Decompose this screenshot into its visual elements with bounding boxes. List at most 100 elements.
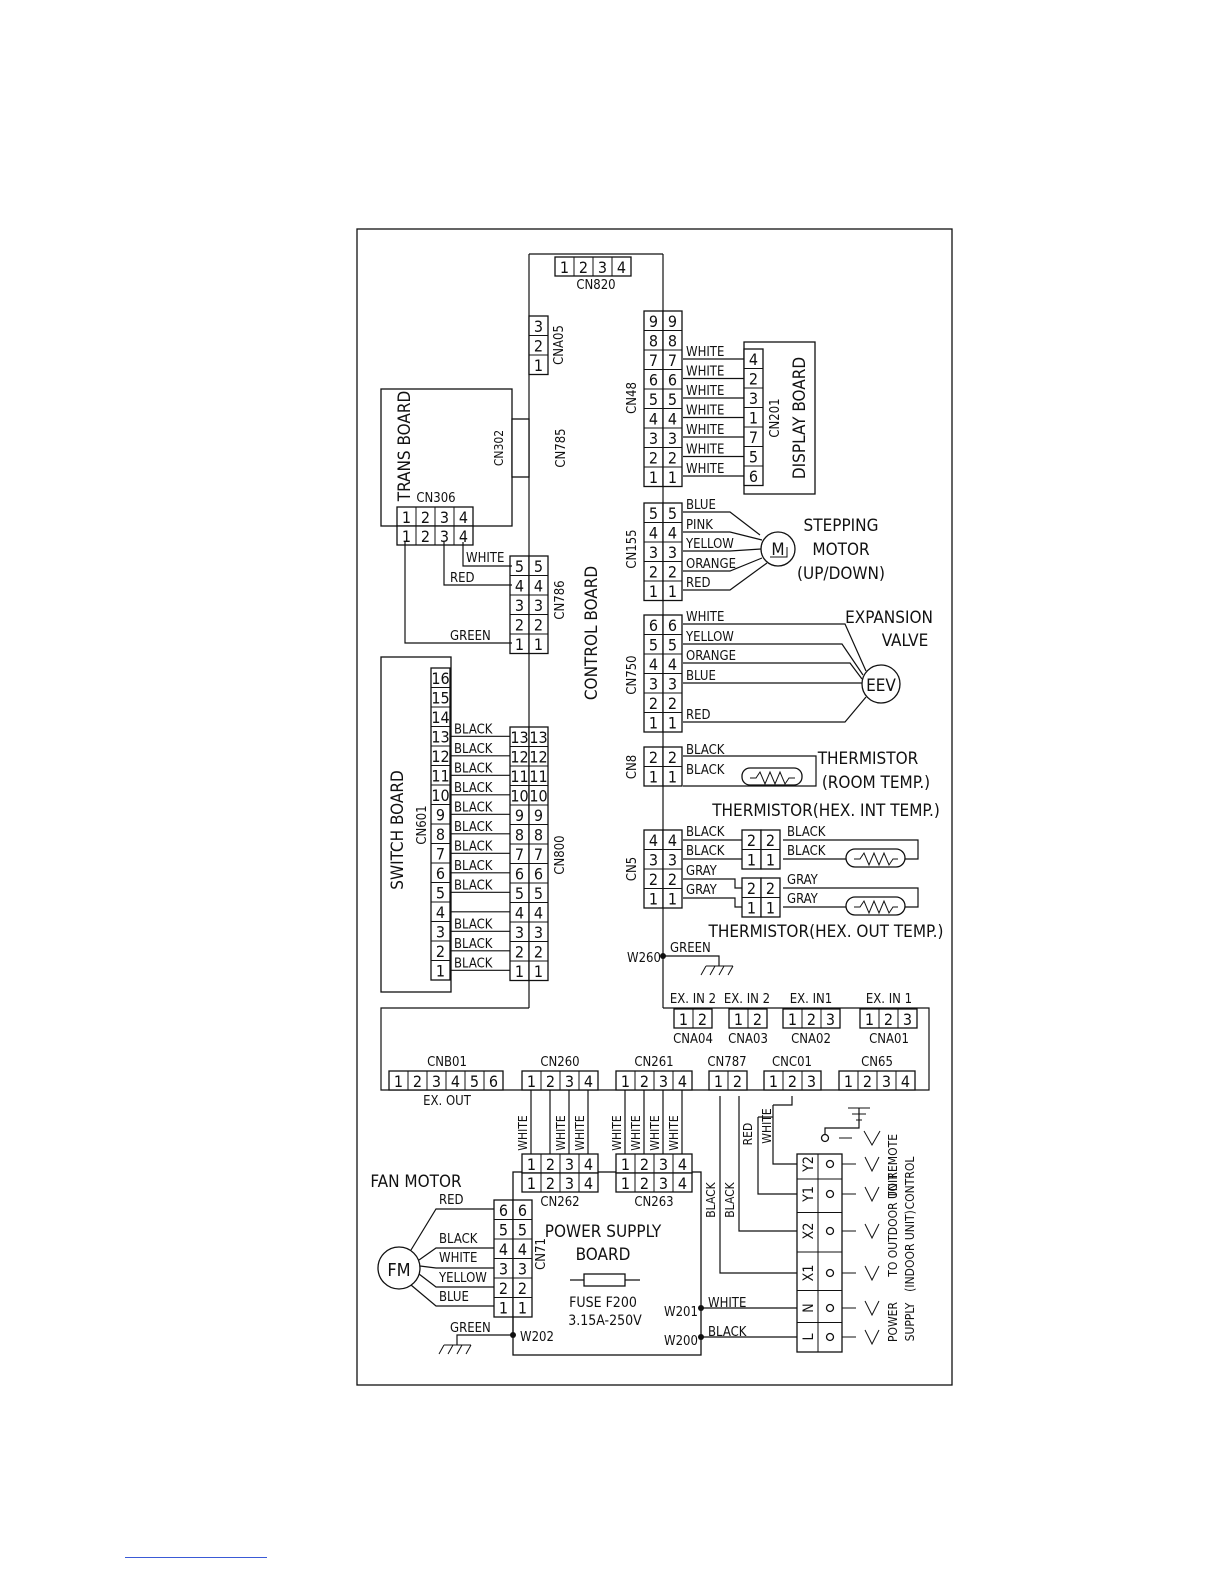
vertical-wire-label: WHITE: [629, 1115, 643, 1151]
therm-out-label: THERMISTOR(HEX. OUT TEMP.): [708, 922, 944, 942]
pin-number: 1: [515, 635, 524, 654]
cn5-wire-label: BLACK: [686, 825, 725, 840]
pin-number: 5: [436, 884, 445, 903]
pin-number: 3: [882, 1072, 891, 1091]
power-label: POWER: [886, 1302, 900, 1343]
pin-number: 9: [515, 806, 524, 825]
cn48-wire-label: WHITE: [686, 443, 724, 458]
pin-number: 4: [649, 524, 658, 543]
fan-wire-green: GREEN: [450, 1321, 491, 1336]
pin-number: 11: [510, 767, 528, 786]
stepping-motor-symbol: [760, 531, 796, 567]
cn262-label: CN262: [540, 1195, 579, 1210]
n-wire-white: WHITE: [708, 1296, 746, 1311]
pin-number: 2: [515, 616, 524, 635]
cn750-wire-label: WHITE: [686, 610, 724, 625]
pin-number: 3: [436, 923, 445, 942]
cn800-wire-label: BLACK: [454, 937, 493, 952]
pin-number: 10: [529, 787, 547, 806]
cn5-side-wire-3: GRAY: [787, 873, 819, 888]
pin-number: 1: [844, 1072, 853, 1091]
pin-number: 1: [679, 1010, 688, 1029]
cn48-wire-label: WHITE: [686, 404, 724, 419]
stepping-label: STEPPING: [804, 516, 879, 536]
pin-number: 4: [459, 527, 468, 546]
pin-number: 4: [459, 508, 468, 527]
x1-wire-black: BLACK: [704, 1181, 718, 1217]
pin-number: 7: [668, 351, 677, 370]
pin-number: 4: [515, 904, 524, 923]
pin-number: 2: [747, 831, 756, 850]
pin-number: 4: [649, 655, 658, 674]
psb-label-1: POWER SUPPLY: [545, 1222, 662, 1242]
pin-number: 3: [659, 1174, 668, 1193]
pin-number: 4: [668, 655, 677, 674]
terminal-label: X1: [801, 1265, 817, 1282]
pin-number: 2: [546, 1072, 555, 1091]
w202-ground: [438, 1316, 516, 1355]
pin-number: 2: [698, 1010, 707, 1029]
pin-number: 3: [598, 258, 607, 277]
pin-number: 4: [534, 904, 543, 923]
pin-number: 6: [749, 467, 758, 486]
ex-out-label: EX. OUT: [423, 1094, 472, 1109]
supply-label: SUPPLY: [903, 1302, 917, 1341]
pin-number: 15: [431, 689, 449, 708]
pin-number: 11: [529, 767, 547, 786]
fuse-symbol: [570, 1273, 640, 1287]
cn800-wire-label: BLACK: [454, 839, 493, 854]
cn800-wire-label: BLACK: [454, 859, 493, 874]
terminal-label: L: [801, 1333, 817, 1340]
pin-number: 12: [431, 747, 449, 766]
cn48-wire-label: WHITE: [686, 345, 724, 360]
pin-number: 3: [534, 317, 543, 336]
vertical-wire-label: WHITE: [667, 1115, 681, 1151]
pin-number: 2: [766, 879, 775, 898]
pin-number: 4: [678, 1155, 687, 1174]
pin-number: 9: [436, 806, 445, 825]
updown-label: (UP/DOWN): [797, 564, 885, 584]
pin-number: 3: [807, 1072, 816, 1091]
cna03-label: CNA03: [728, 1032, 768, 1047]
cn786-wire-red: RED: [450, 571, 475, 586]
pin-number: 2: [884, 1010, 893, 1029]
pin-number: 3: [565, 1072, 574, 1091]
pin-number: 2: [421, 508, 430, 527]
cn261-label: CN261: [634, 1055, 673, 1070]
pin-number: 5: [499, 1221, 508, 1240]
pin-number: 2: [546, 1155, 555, 1174]
cn8-label: CN8: [625, 755, 640, 779]
pin-number: 5: [515, 557, 524, 576]
pin-number: 2: [649, 748, 658, 767]
pin-number: 12: [529, 748, 547, 767]
cn786-wire-green: GREEN: [450, 629, 491, 644]
eev-text: EEV: [866, 676, 896, 696]
pin-number: 5: [668, 636, 677, 655]
pin-number: 1: [402, 508, 411, 527]
cn71-label: CN71: [534, 1238, 549, 1270]
exin-cna03-label: EX. IN 2: [724, 992, 770, 1007]
therm-int-label: THERMISTOR(HEX. INT TEMP.): [711, 801, 940, 821]
pin-number: 6: [518, 1201, 527, 1220]
pin-number: 10: [431, 786, 449, 805]
pin-number: 1: [560, 258, 569, 277]
pin-number: 4: [518, 1240, 527, 1259]
pin-number: 1: [649, 768, 658, 787]
pin-number: 1: [747, 851, 756, 870]
pin-number: 5: [749, 448, 758, 467]
terminal-label: Y1: [801, 1186, 817, 1203]
fan-wire-label: BLUE: [439, 1290, 469, 1305]
cn5-wire-label: GRAY: [686, 883, 718, 898]
cn306-label: CN306: [416, 491, 455, 506]
cn750-wire-label: RED: [686, 708, 711, 723]
cn5-side-wire-1: BLACK: [787, 825, 826, 840]
pin-number: 6: [534, 865, 543, 884]
pin-number: 1: [714, 1072, 723, 1091]
cn8-wire-2: BLACK: [686, 763, 725, 778]
cn8-wire-1: BLACK: [686, 743, 725, 758]
